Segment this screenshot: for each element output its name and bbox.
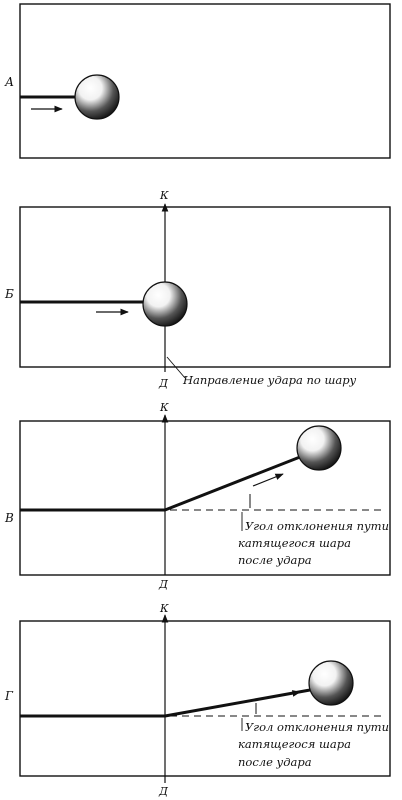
panel-v-frame (19, 420, 391, 576)
panel-v-motion-arrow (252, 473, 284, 487)
panel-v-angle-note-line-1: Угол отклонения пути (245, 519, 389, 533)
panel-g-angle-note-line-2: катящегося шара (238, 737, 351, 751)
panel-g: Г К Д Угол отклонения пути катящегося ша… (4, 602, 391, 798)
panel-b-note-leader (166, 356, 186, 379)
panel-v-axis-bottom-label: Д (158, 578, 169, 591)
panel-b: Б К Д Направление удара по шару (4, 189, 391, 390)
panel-g-letter: Г (4, 689, 14, 703)
panel-a-ball (74, 74, 120, 120)
panel-v-angle-note-line-3: после удара (238, 553, 312, 567)
panel-g-ball (308, 660, 354, 706)
panel-g-frame (19, 620, 391, 777)
panel-b-strike-note: Направление удара по шару (182, 373, 357, 387)
panel-b-axis-top-label: К (159, 189, 169, 202)
panel-a-letter: А (4, 75, 14, 89)
panel-v-deflected-path (164, 455, 301, 512)
panel-b-letter: Б (4, 287, 14, 301)
panel-v-letter: В (4, 511, 14, 525)
panel-v: В К Д Угол отклонения пути катящегося ша… (4, 401, 391, 591)
panel-v-ball (296, 425, 342, 471)
panel-v-axis-top-label: К (159, 401, 169, 414)
panel-g-angle-note-line-3: после удара (238, 755, 312, 769)
panel-b-frame (19, 206, 391, 368)
panel-g-motion-arrow (267, 690, 301, 699)
panel-a: А (4, 3, 391, 159)
panel-b-ball (142, 281, 188, 327)
panel-g-axis-top-label: К (159, 602, 169, 615)
panel-g-axis-bottom-label: Д (158, 785, 169, 798)
panel-v-angle-note-line-2: катящегося шара (238, 536, 351, 550)
panel-g-angle-note-line-1: Угол отклонения пути (245, 720, 389, 734)
panel-a-frame (19, 3, 391, 159)
panel-b-axis-bottom-label: Д (158, 377, 169, 390)
